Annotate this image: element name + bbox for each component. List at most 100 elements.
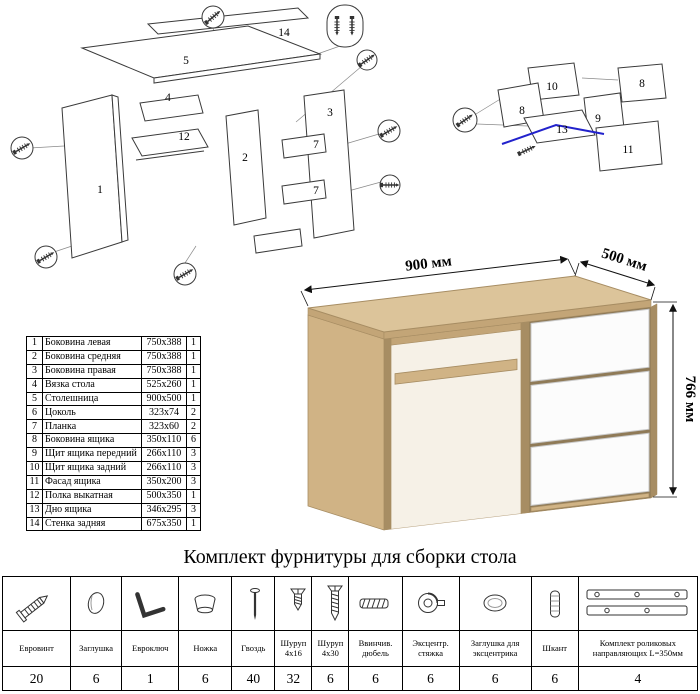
hardware-name: Евровинт	[1, 630, 72, 667]
hardware-name: Гвоздь	[231, 630, 276, 667]
part-label: 7	[313, 139, 319, 151]
hardware-icon-cell	[274, 576, 313, 631]
assembly-guide-line	[501, 123, 605, 145]
hardware-name: Заглушка	[70, 630, 123, 667]
part-qty: 2	[186, 405, 201, 421]
part-name: Вязка стола	[42, 377, 142, 393]
part-name: Щит ящика задний	[42, 461, 142, 476]
desk-middle-panel-edge	[520, 321, 530, 514]
part-label: 10	[546, 81, 558, 93]
part-middle-side-2	[225, 109, 267, 226]
part-number: 13	[26, 502, 43, 518]
desk-left-side-panel	[307, 314, 385, 531]
hex-key-icon	[135, 591, 166, 618]
fastener-callouts	[452, 107, 538, 158]
hardware-qty: 6	[458, 666, 532, 691]
hardware-name: Заглушка для эксцентрика	[458, 630, 532, 667]
part-size: 525x260	[141, 377, 187, 393]
width-dimension-label: 900 мм	[404, 253, 452, 274]
hardware-kit-title: Комплект фурнитуры для сборки стола	[183, 546, 517, 568]
hardware-qty: 1	[121, 666, 180, 691]
furniture-foot-icon	[194, 594, 216, 613]
part-qty: 3	[186, 502, 201, 518]
hardware-qty: 32	[274, 666, 313, 691]
assembled-desk-render: 900 мм 500 мм 766 мм	[300, 246, 698, 531]
part-number: 5	[26, 391, 43, 407]
hardware-icon-cell	[577, 576, 699, 631]
part-qty: 1	[186, 488, 201, 504]
exploded-view-desk-diagram: 14 5 4 12 2 3 7 7 1	[10, 4, 401, 286]
width-dimension-arrow	[303, 255, 569, 294]
shelf-rail-line	[135, 150, 205, 161]
part-plinth-6	[253, 228, 303, 254]
part-name: Дно ящика	[42, 502, 142, 518]
hardware-icons-row	[1, 576, 699, 631]
desk-keyboard-shelf	[394, 358, 518, 385]
part-number: 10	[26, 461, 43, 476]
hardware-qty: 20	[1, 666, 72, 691]
part-qty: 1	[186, 516, 201, 532]
part-number: 12	[26, 488, 43, 504]
part-number: 1	[26, 336, 43, 351]
part-label: 14	[278, 27, 290, 39]
part-size: 500x350	[141, 488, 187, 504]
part-strip-7b	[281, 179, 327, 205]
hardware-name: Ножка	[178, 630, 233, 667]
exploded-view-drawer-diagram: 10 8 9 11 13 8	[452, 62, 667, 172]
hardware-icon-cell	[401, 576, 460, 631]
part-number: 11	[26, 474, 43, 490]
part-label: 1	[97, 184, 103, 196]
fastener-callouts	[10, 4, 401, 286]
hardware-name: Шкант	[530, 630, 579, 667]
hardware-quantities-row: 20 6 1 6 40 32 6 6 6 6 6 4	[1, 666, 699, 691]
hardware-icon-cell	[458, 576, 532, 631]
part-number-labels: 14 5 4 12 2 3 7 7 1	[97, 27, 333, 197]
confirmat-screw-icon	[516, 142, 538, 158]
part-size: 350x110	[141, 433, 187, 449]
part-label: 11	[622, 144, 633, 156]
part-drawer-side-8-right	[617, 63, 667, 103]
part-qty: 1	[186, 377, 201, 393]
depth-dimension-arrow	[579, 260, 656, 287]
hardware-icon-cell	[121, 576, 180, 631]
part-name: Боковина левая	[42, 336, 142, 351]
screw-in-dowel-icon	[359, 598, 389, 608]
desk-left-panel-edge	[383, 337, 392, 531]
hardware-qty: 6	[530, 666, 579, 691]
part-qty: 2	[186, 419, 201, 435]
part-size: 323x60	[141, 419, 187, 435]
hardware-kit-table: Евровинт Заглушка Евроключ Ножка Гвоздь …	[1, 576, 699, 691]
cam-cover-icon	[483, 594, 507, 611]
part-label: 3	[327, 107, 333, 119]
part-size: 350x200	[141, 474, 187, 490]
part-name: Боковина средняя	[42, 349, 142, 365]
part-qty: 3	[186, 474, 201, 490]
hardware-icon-cell	[348, 576, 403, 631]
part-qty: 3	[186, 447, 201, 463]
hardware-qty: 6	[311, 666, 350, 691]
screw-4x30-icon	[327, 585, 344, 621]
hardware-name: Шуруп 4x30	[311, 630, 350, 667]
hardware-icon-cell	[178, 576, 233, 631]
wooden-dowel-icon	[549, 590, 560, 617]
desk-drawer-2	[530, 370, 650, 444]
hardware-name: Комплект роликовых направляющих L=350мм	[577, 630, 699, 667]
part-label: 9	[595, 113, 601, 125]
exploded-parts	[61, 7, 355, 259]
part-number: 8	[26, 433, 43, 449]
part-number: 3	[26, 363, 43, 379]
part-shelf-12	[131, 128, 209, 157]
nail-icon	[250, 587, 261, 620]
part-number: 2	[26, 349, 43, 365]
part-strip-7a	[281, 133, 327, 159]
